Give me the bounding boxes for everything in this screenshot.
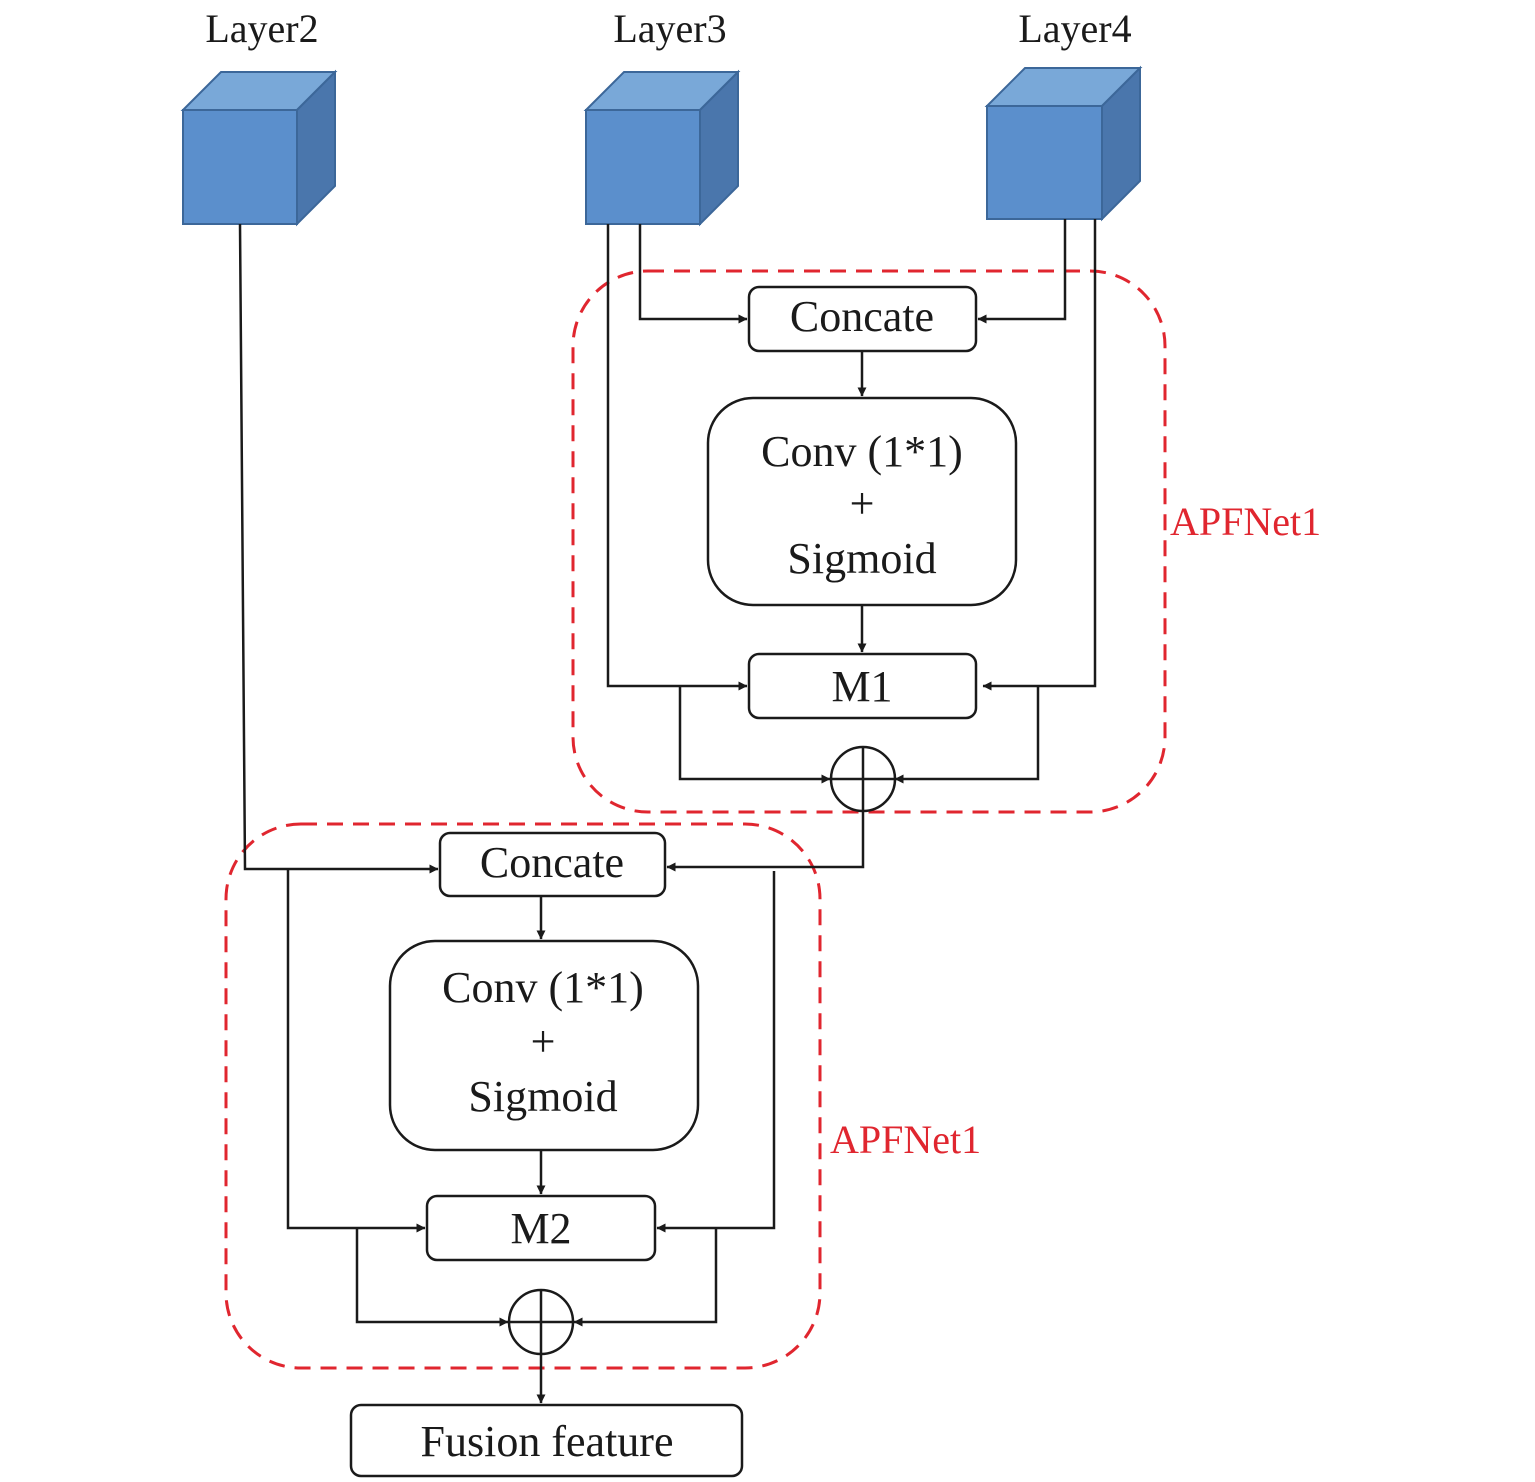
m1-node bbox=[747, 652, 978, 720]
layer4-label: Layer4 bbox=[1018, 6, 1131, 51]
conv-node-2-line2: + bbox=[531, 1017, 556, 1066]
conv-sigmoid-node-1 bbox=[706, 396, 1018, 607]
fusion-feature-node bbox=[349, 1403, 744, 1478]
conv-node-2-line3: Sigmoid bbox=[468, 1072, 617, 1121]
conv-sigmoid-node-2 bbox=[388, 939, 700, 1152]
conv-node-1-line1: Conv (1*1) bbox=[761, 427, 963, 476]
apfnet-block-1-boundary bbox=[571, 269, 1167, 814]
m2-node bbox=[425, 1194, 657, 1262]
layer2-cube-icon bbox=[180, 69, 338, 227]
layer3-cube-icon bbox=[583, 69, 741, 227]
m1-node-label: M1 bbox=[831, 662, 892, 711]
conv-node-1-line3: Sigmoid bbox=[787, 534, 936, 583]
layer2-label: Layer2 bbox=[205, 6, 318, 51]
concat-node-2-label: Concate bbox=[480, 838, 624, 887]
block-2-connectors bbox=[238, 223, 776, 1404]
layer4-cube-icon bbox=[984, 65, 1143, 222]
add-node-1-icon bbox=[829, 745, 897, 813]
conv-node-2-line1: Conv (1*1) bbox=[442, 963, 644, 1012]
concat-node-1-label: Concate bbox=[790, 292, 934, 341]
apfnet-block-2-boundary bbox=[224, 822, 822, 1370]
add-node-2-icon bbox=[507, 1288, 575, 1356]
apfnet-block-2-label: APFNet1 bbox=[830, 1117, 981, 1162]
block-1-connectors bbox=[606, 219, 1097, 872]
concat-node-2 bbox=[438, 831, 667, 898]
m2-node-label: M2 bbox=[510, 1204, 571, 1253]
fusion-feature-label: Fusion feature bbox=[421, 1417, 674, 1466]
conv-node-1-line2: + bbox=[850, 479, 875, 528]
concat-node-1 bbox=[747, 285, 978, 353]
layer3-label: Layer3 bbox=[613, 6, 726, 51]
apfnet-block-1-label: APFNet1 bbox=[1170, 499, 1321, 544]
